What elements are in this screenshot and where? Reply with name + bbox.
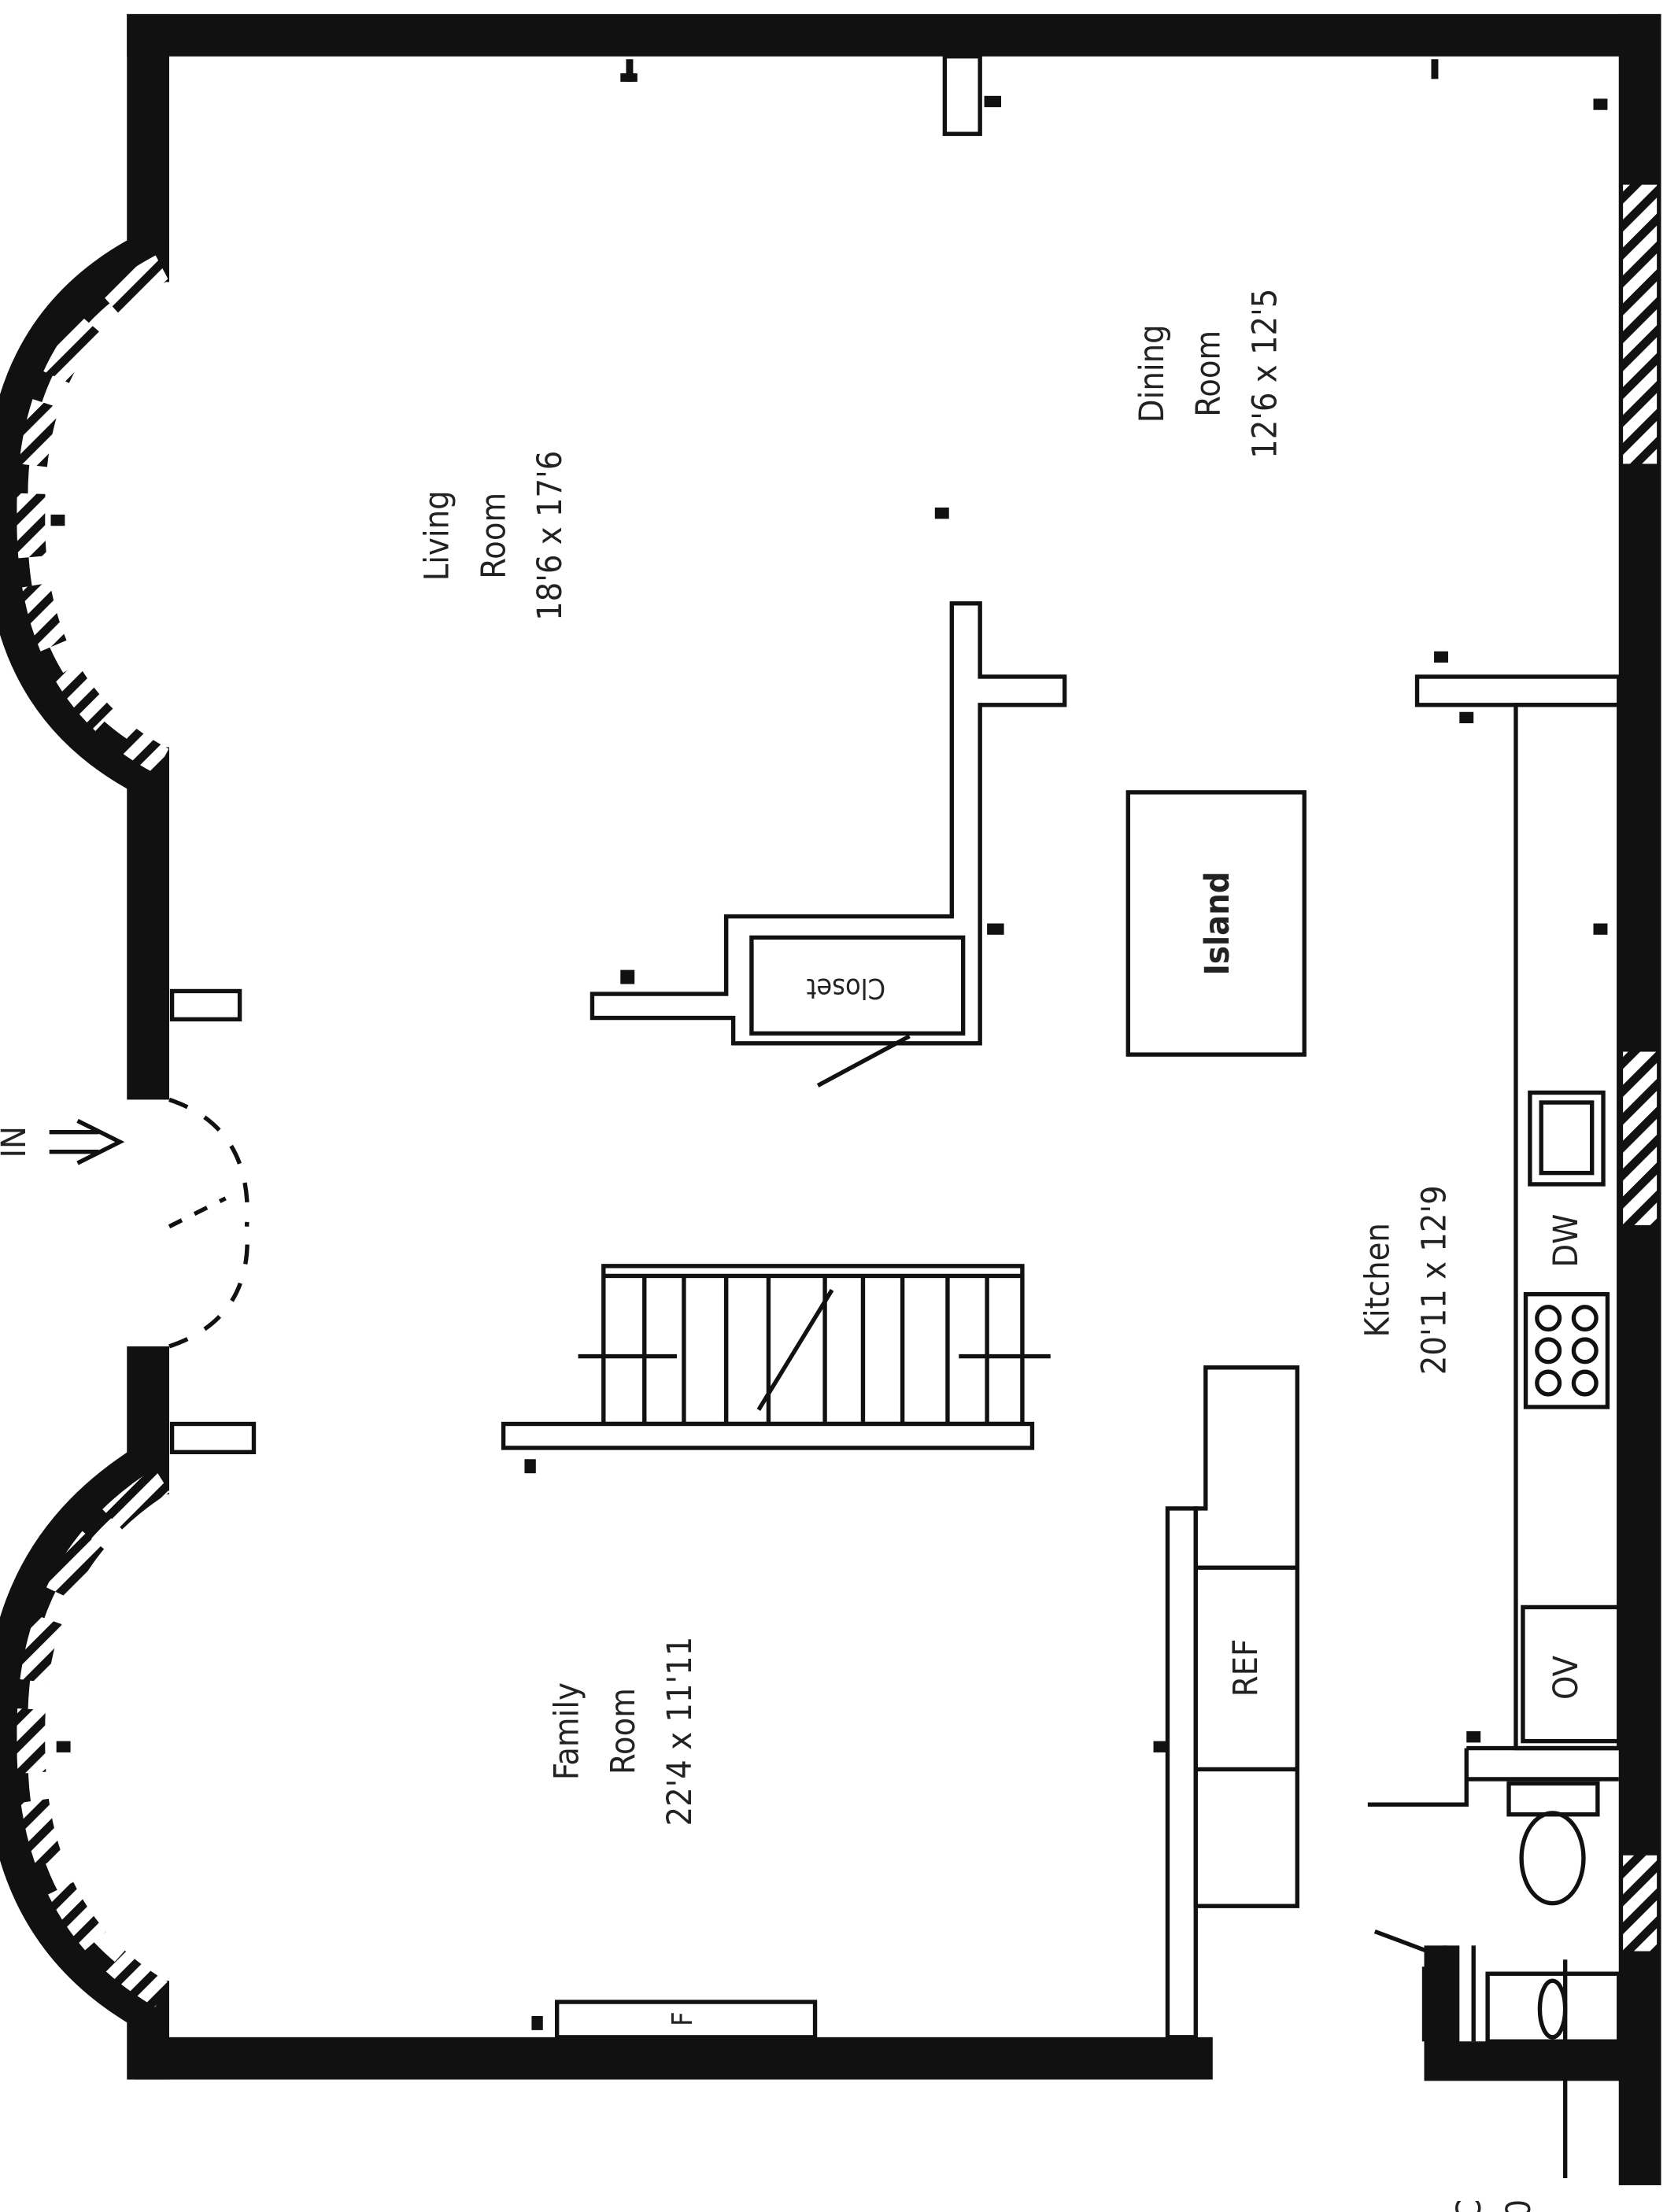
window-dining — [1620, 182, 1660, 467]
entrance-label: IN — [0, 1126, 34, 1158]
bay-window-living — [0, 239, 169, 790]
svg-text:Family: Family — [548, 1682, 587, 1780]
staircase — [501, 1264, 1051, 1450]
svg-text:Kitchen: Kitchen — [1358, 1223, 1398, 1337]
closet-label: Closet — [807, 972, 885, 1004]
svg-text:Dining: Dining — [1133, 324, 1172, 423]
svg-text:Room: Room — [1189, 331, 1229, 417]
kitchen-label: Kitchen 20'11 x 12'9 — [1358, 1185, 1454, 1375]
svg-text:Room: Room — [604, 1688, 643, 1774]
svg-text:22'4 x 11'11: 22'4 x 11'11 — [660, 1637, 700, 1826]
svg-text:Room: Room — [474, 493, 513, 579]
wc-room — [1367, 1745, 1621, 2179]
entrance-door[interactable] — [168, 988, 257, 1455]
interior-walls — [590, 54, 1621, 2040]
fireplace-label: F — [667, 2011, 699, 2026]
oven — [1521, 1605, 1621, 1744]
island — [1125, 790, 1307, 1057]
dishwasher-label: DW — [1547, 1214, 1586, 1268]
island-label: Island — [1198, 872, 1237, 976]
entrance-arrow-icon — [49, 1118, 125, 1165]
svg-text:Living: Living — [418, 490, 457, 581]
wc-label: WC — [1450, 2199, 1489, 2212]
family-room-label: Family Room 22'4 x 11'11 — [548, 1637, 700, 1826]
svg-text:12'6 x 12'5: 12'6 x 12'5 — [1245, 289, 1284, 459]
living-room-label: Living Room 18'6 x 17'6 — [418, 451, 570, 621]
stove-icon — [1523, 1291, 1610, 1409]
sink-icon — [1528, 1090, 1606, 1187]
refrigerator-label: REF — [1226, 1639, 1266, 1697]
fireplace — [554, 2000, 818, 2040]
window-kitchen — [1620, 1048, 1660, 1228]
exterior-walls — [127, 13, 1661, 2185]
toilet-icon — [1519, 1811, 1586, 1906]
outlet-icons — [50, 59, 1608, 2030]
window-wc — [1620, 1852, 1660, 1955]
refrigerator-cabinet — [1193, 1365, 1299, 1908]
wc-size: x 3'10 — [1499, 2199, 1539, 2212]
dining-room-label: Dining Room 12'6 x 12'5 — [1133, 289, 1284, 459]
oven-label: OV — [1547, 1655, 1586, 1700]
bay-window-family — [0, 1452, 170, 2023]
svg-text:20'11 x 12'9: 20'11 x 12'9 — [1414, 1185, 1454, 1375]
svg-text:18'6 x 17'6: 18'6 x 17'6 — [530, 451, 570, 621]
